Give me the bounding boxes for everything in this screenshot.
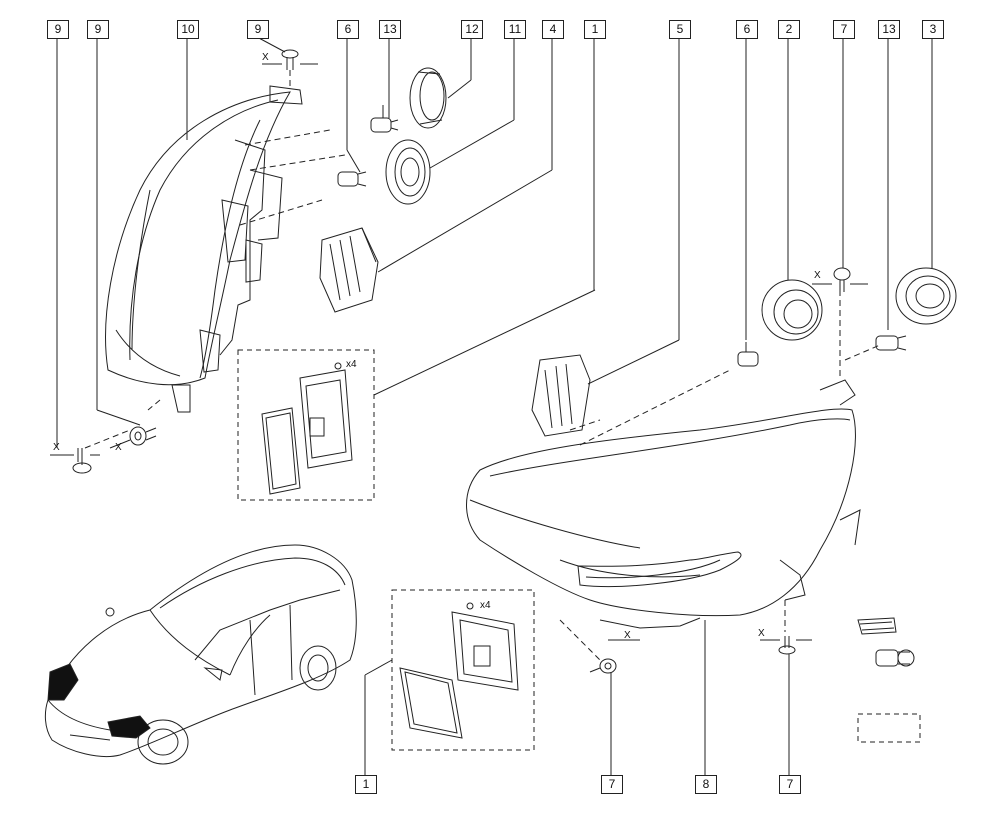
gasket-lower: [399, 667, 463, 739]
ballast-left: [299, 362, 353, 469]
callout-6: 6: [337, 20, 359, 39]
x-arrows: [50, 63, 868, 673]
x-marker: X: [758, 628, 765, 639]
screw-7-top: [833, 267, 851, 292]
x-marker: X: [115, 442, 122, 453]
callout-9: 9: [47, 20, 69, 39]
callout-11: 11: [504, 20, 526, 39]
callout-13: 13: [379, 20, 401, 39]
leader-lines: [56, 36, 933, 775]
callout-9: 9: [247, 20, 269, 39]
ballast-5: [531, 354, 591, 437]
callout-6: 6: [736, 20, 758, 39]
detail-box-left: [237, 349, 375, 501]
callout-10: 10: [177, 20, 199, 39]
x-marker: X: [262, 52, 269, 63]
bulb-13-left: [370, 105, 399, 133]
car-illustration: [44, 544, 357, 765]
cap-12: [409, 67, 447, 129]
callout-7: 7: [779, 775, 801, 794]
cap-2: [761, 279, 823, 341]
callout-7: 7: [601, 775, 623, 794]
x-marker: X: [624, 630, 631, 641]
screw-9-left: [72, 448, 92, 474]
cap-3: [895, 267, 957, 325]
bulb-6-left: [337, 171, 367, 187]
bulb-6-right: [737, 342, 759, 367]
bulb-h7-detail: [857, 617, 915, 667]
right-headlamp-assembly: [466, 379, 861, 629]
bulb-13-right: [875, 335, 907, 351]
gasket-left: [261, 407, 301, 495]
right-assembly-lines: [559, 290, 881, 661]
leader-1-top: [373, 289, 596, 396]
callout-13: 13: [878, 20, 900, 39]
callout-12: 12: [461, 20, 483, 39]
cap-11: [385, 139, 431, 205]
callout-5: 5: [669, 20, 691, 39]
callout-1: 1: [355, 775, 377, 794]
callout-7: 7: [833, 20, 855, 39]
car-headlamp-left-shade: [47, 663, 79, 701]
leader-1-bottom-b: [364, 659, 393, 676]
screw-7-lower: [599, 658, 617, 674]
car-headlamp-right-shade: [107, 715, 151, 739]
quantity-x4-label: x4: [480, 600, 491, 611]
callout-9: 9: [87, 20, 109, 39]
control-module-4: [319, 227, 379, 313]
left-headlamp-assembly: [105, 85, 303, 413]
callout-8: 8: [695, 775, 717, 794]
detail-box-h7: [857, 713, 921, 743]
x-marker: X: [53, 442, 60, 453]
nut-9-left: [129, 426, 157, 446]
left-assembly-lines: [84, 70, 346, 449]
callout-4: 4: [542, 20, 564, 39]
callout-2: 2: [778, 20, 800, 39]
detail-box-lower: [391, 589, 535, 751]
x-marker: X: [814, 270, 821, 281]
callout-3: 3: [922, 20, 944, 39]
screw-9-top: [281, 49, 299, 70]
ballast-lower: [451, 602, 519, 691]
callout-1: 1: [584, 20, 606, 39]
quantity-x4-label: x4: [346, 359, 357, 370]
screw-7-right: [778, 636, 796, 655]
